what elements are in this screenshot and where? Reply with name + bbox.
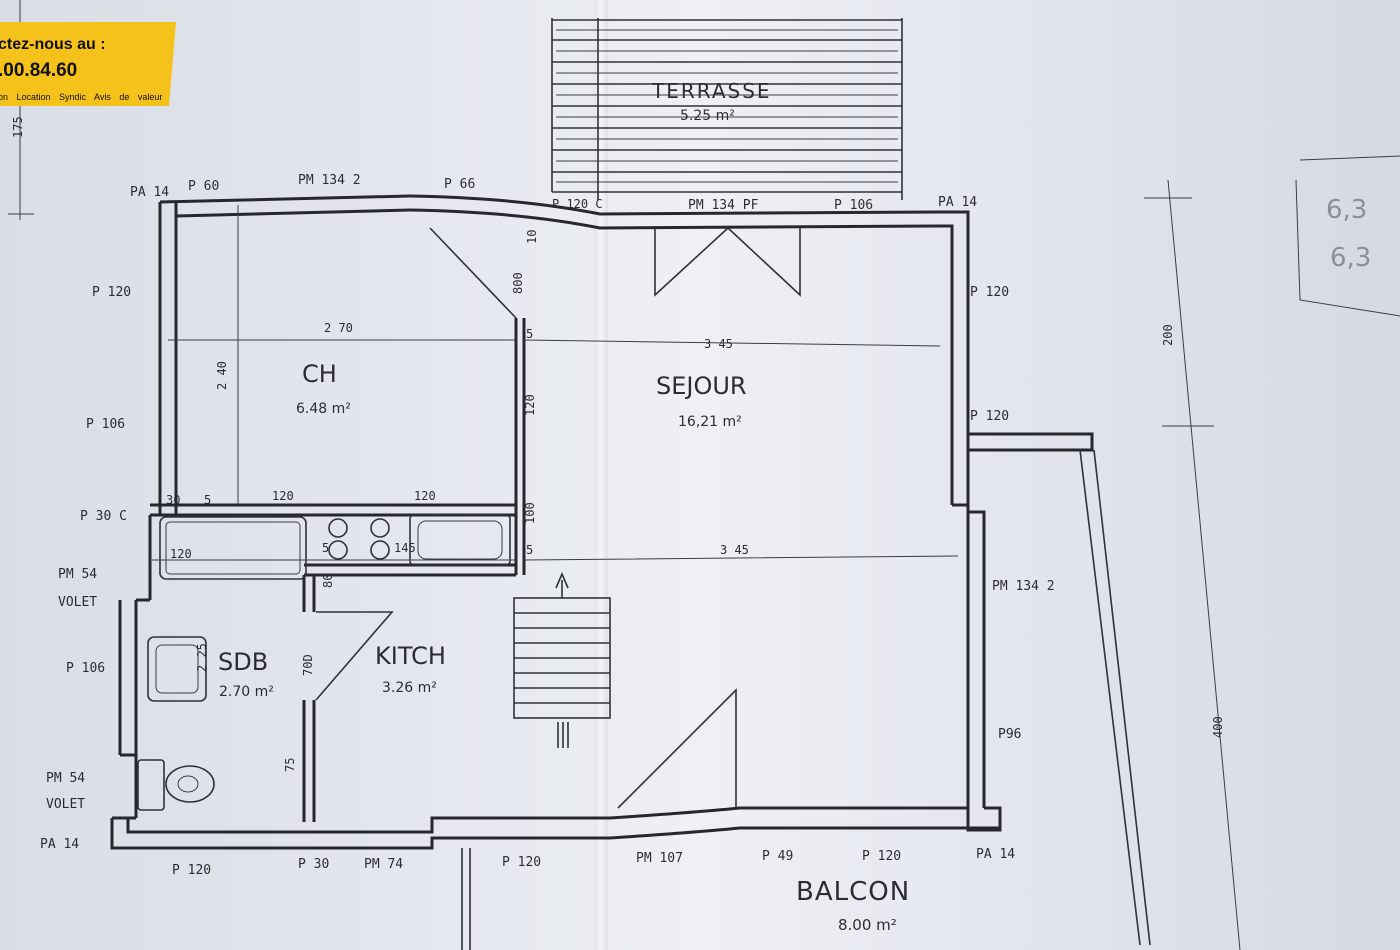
dim-5-a: 5 xyxy=(204,493,211,507)
fixtures xyxy=(137,514,511,811)
opening-p49: P 49 xyxy=(762,849,793,864)
dim-75: 75 xyxy=(283,758,297,772)
opening-p30c: P 30 C xyxy=(80,509,127,524)
dim-345-bottom: 3 45 xyxy=(720,543,749,557)
dim-345-top: 3 45 xyxy=(704,337,733,351)
opening-pm1342-top: PM 134 2 xyxy=(298,173,361,188)
dim-120-h1: 120 xyxy=(272,489,294,503)
sejour-name: SEJOUR xyxy=(656,372,747,400)
kitch-area: 3.26 m² xyxy=(382,680,437,696)
dim-5-c: 5 xyxy=(526,543,533,557)
terrasse-name: TERRASSE xyxy=(651,79,772,103)
balcony-rail xyxy=(461,432,1151,950)
opening-pm134pf: PM 134 PF xyxy=(688,198,759,213)
balcon-name: BALCON xyxy=(796,877,910,907)
dim-10: 10 xyxy=(525,230,539,244)
opening-p120-bottom-2: P 120 xyxy=(502,855,541,870)
opening-p106-top: P 106 xyxy=(834,198,873,213)
kitch-name: KITCH xyxy=(375,642,446,670)
dim-200: 200 xyxy=(1161,324,1175,346)
opening-volet-a: VOLET xyxy=(58,595,97,610)
dim-80: 80 xyxy=(321,574,335,588)
handwritten-note-2: 6,3 xyxy=(1330,243,1371,273)
dim-100: 100 xyxy=(523,502,537,524)
sejour-area: 16,21 m² xyxy=(678,414,742,430)
opening-p120-bottom-3: P 120 xyxy=(862,849,901,864)
dim-175: 175 xyxy=(11,116,25,138)
dim-5-b: 5 xyxy=(322,541,329,555)
terrasse-decking xyxy=(551,18,903,200)
opening-p120-bottom-1: P 120 xyxy=(172,863,211,878)
balcon-area: 8.00 m² xyxy=(838,916,897,934)
dim-225: 2 25 xyxy=(195,643,209,672)
paper-fold xyxy=(594,0,608,950)
sdb-name: SDB xyxy=(218,648,268,676)
opening-pm54-a: PM 54 xyxy=(58,567,97,582)
opening-p66: P 66 xyxy=(444,177,475,192)
opening-p120c: P 120 C xyxy=(552,197,603,211)
opening-p120-right: P 120 xyxy=(970,285,1009,300)
opening-p106-left-2: P 106 xyxy=(66,661,105,676)
dim-30: 30 xyxy=(166,493,180,507)
dim-120-vertical: 120 xyxy=(523,394,537,416)
dim-5-d: 5 xyxy=(526,327,533,341)
opening-pm107: PM 107 xyxy=(636,851,683,866)
agency-banner[interactable]: ctez-nous au : .00.84.60 on Location Syn… xyxy=(0,22,176,106)
opening-pa14-top-left: PA 14 xyxy=(130,185,169,200)
opening-p60: P 60 xyxy=(188,179,219,194)
dim-400: 400 xyxy=(1211,716,1225,738)
opening-pa14-bottom-right: PA 14 xyxy=(976,847,1015,862)
agency-phone[interactable]: .00.84.60 xyxy=(0,60,78,81)
opening-pm74: PM 74 xyxy=(364,857,403,872)
opening-p106-left: P 106 xyxy=(86,417,125,432)
handwritten-note-1: 6,3 xyxy=(1326,195,1367,225)
dim-70d: 70D xyxy=(301,654,315,676)
agency-contact-text: ctez-nous au : xyxy=(0,36,106,53)
opening-pm54-b: PM 54 xyxy=(46,771,85,786)
agency-services: on Location Syndic Avis de valeur xyxy=(0,92,163,102)
door-swings xyxy=(429,226,801,809)
ch-area: 6.48 m² xyxy=(296,401,351,417)
sdb-area: 2.70 m² xyxy=(219,684,274,700)
exterior-walls xyxy=(110,194,1002,850)
opening-volet-b: VOLET xyxy=(46,797,85,812)
opening-p120-right-2: P 120 xyxy=(970,409,1009,424)
dim-800: 800 xyxy=(511,272,525,294)
dim-240: 2 40 xyxy=(215,361,229,390)
opening-pa14-top-right: PA 14 xyxy=(938,195,977,210)
opening-pa14-bottom-left: PA 14 xyxy=(40,837,79,852)
dim-120-sdb: 120 xyxy=(170,547,192,561)
opening-p30-bottom: P 30 xyxy=(298,857,329,872)
dim-120-h2: 120 xyxy=(414,489,436,503)
stairs xyxy=(513,571,611,748)
opening-p120-left: P 120 xyxy=(92,285,131,300)
dim-270: 2 70 xyxy=(324,321,353,335)
opening-p96: P96 xyxy=(998,727,1021,742)
ch-name: CH xyxy=(302,360,337,388)
opening-pm1342-right: PM 134 2 xyxy=(992,579,1055,594)
dim-145: 145 xyxy=(394,541,416,555)
dimension-lines xyxy=(8,0,1400,950)
terrasse-area: 5.25 m² xyxy=(680,108,735,124)
